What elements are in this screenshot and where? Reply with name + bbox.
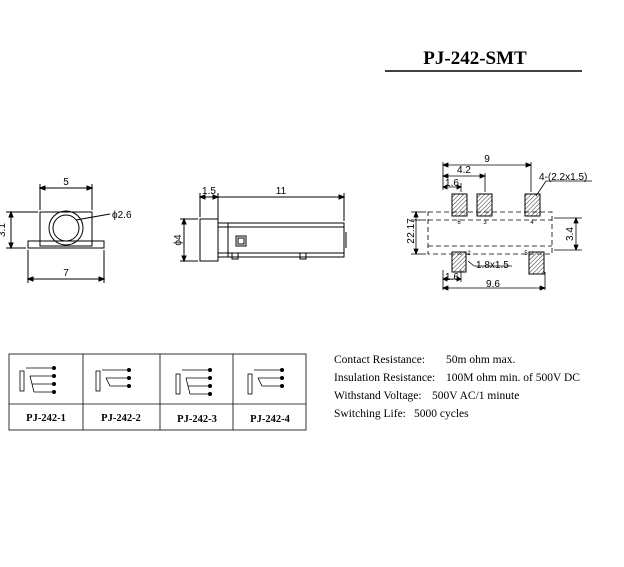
pad-5 (528, 251, 545, 275)
pad-3 (476, 193, 493, 217)
footprint-pitch-label: 4.2 (457, 165, 471, 176)
side-nose-label: 1.5 (202, 186, 216, 197)
pin-label-6: 6 (457, 220, 461, 226)
side-nose (199, 218, 219, 262)
variant-label: PJ-242-2 (101, 413, 141, 424)
schematic-pj-242-4 (247, 367, 284, 395)
spec-label: Contact Resistance: (334, 354, 425, 366)
front-outer-ring (48, 210, 84, 246)
front-width-label: 5 (63, 177, 69, 188)
pin-label-3: 3 (483, 220, 487, 226)
front-hole (52, 214, 80, 242)
pin-label-5: 5 (524, 251, 528, 257)
spec-label: Insulation Resistance: (334, 372, 435, 384)
pad-4 (524, 193, 541, 217)
side-view (180, 193, 347, 263)
footprint-row-height-label: 2 (406, 238, 417, 244)
side-body (217, 222, 345, 258)
footprint-pad-small-label: 1.8x1.5 (476, 260, 509, 271)
spec-value: 100M ohm min. of 500V DC (446, 372, 580, 384)
spec-value: 50m ohm max. (446, 354, 515, 366)
pin-label-4: 4 (530, 220, 534, 226)
variant-label: PJ-242-1 (26, 413, 66, 424)
footprint-pad-spec-label: 4-(2.2x1.5) (539, 172, 587, 183)
specifications: Contact Resistance: 50m ohm max. Insulat… (334, 354, 580, 420)
footprint-total-label: 9.6 (486, 279, 500, 290)
schematic-pj-242-1 (19, 365, 57, 394)
front-view (6, 184, 111, 283)
pad-2 (451, 251, 467, 273)
front-height-label: 3.1 (0, 223, 8, 237)
variant-label: PJ-242-3 (177, 414, 217, 425)
pin-label-2: 2 (467, 251, 471, 257)
front-base-label: 7 (63, 268, 69, 279)
front-hole-label: ϕ2.6 (112, 210, 132, 221)
pad-6 (451, 193, 468, 217)
schematic-pj-242-2 (95, 367, 132, 392)
title-block: PJ-242-SMT (385, 48, 582, 72)
footprint-offset-bottom-label: 1.6 (445, 272, 459, 283)
drawing-title: PJ-242-SMT (423, 48, 527, 69)
spec-value: 500V AC/1 minute (432, 390, 519, 402)
spec-value: 5000 cycles (414, 408, 469, 420)
footprint-span-label: 9 (484, 154, 490, 165)
variants-table (8, 353, 307, 431)
side-diameter-label: ϕ4 (173, 234, 184, 246)
footprint-outline (427, 211, 553, 255)
side-length-label: 11 (276, 186, 287, 197)
schematic-pj-242-3 (175, 367, 212, 396)
footprint-row-gap-label: 2.17 (406, 218, 417, 238)
footprint-depth-label: 3.4 (565, 227, 576, 241)
footprint-offset-label: 1.6 (445, 178, 459, 189)
spec-label: Withstand Voltage: (334, 390, 422, 402)
spec-label: Switching Life: (334, 408, 406, 420)
variant-label: PJ-242-4 (250, 414, 290, 425)
footprint-pads (451, 193, 545, 275)
front-body (39, 211, 93, 247)
